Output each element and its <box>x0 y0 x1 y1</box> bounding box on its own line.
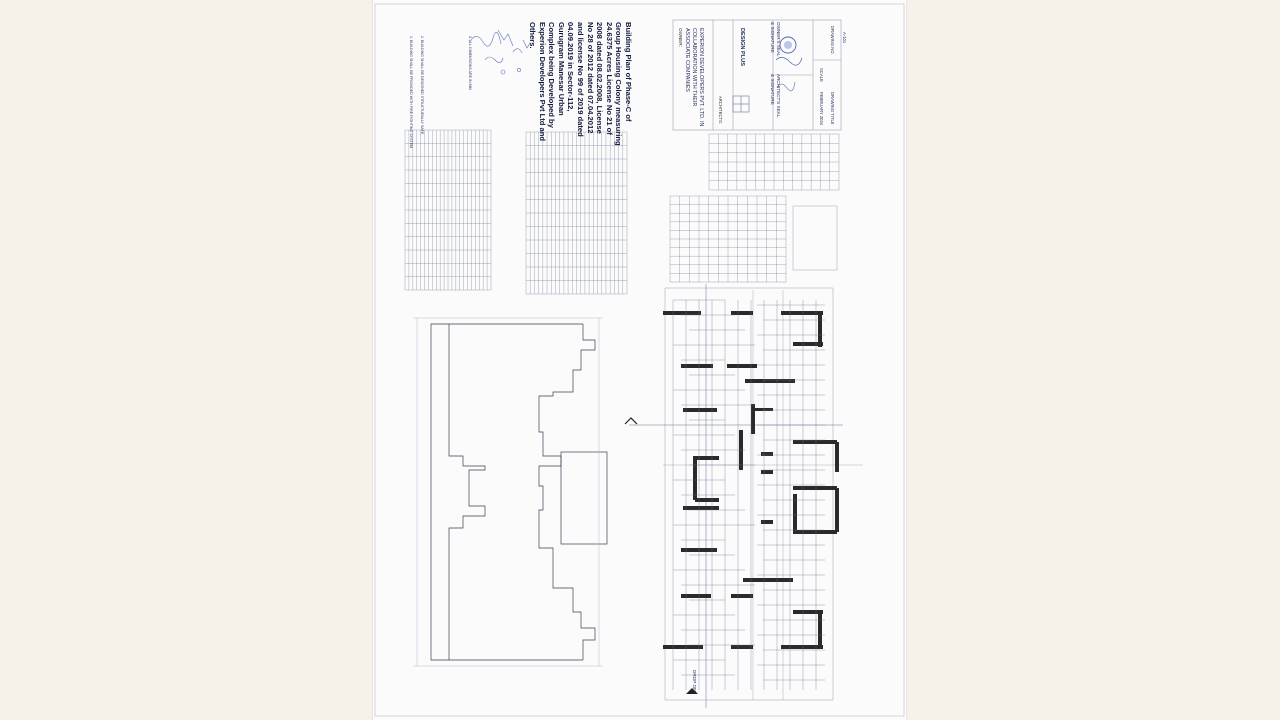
project-title-line: Gurugram Manesar Urban <box>556 22 566 116</box>
wall-segment <box>761 470 773 474</box>
note-2: 2. BUILDING SHALL BE DESIGNED STRUCTURAL… <box>420 36 424 135</box>
wall-segment <box>683 408 717 412</box>
wall-segment <box>751 404 755 434</box>
wall-segment <box>781 645 823 649</box>
wall-segment <box>835 442 839 472</box>
wall-segment <box>793 486 837 490</box>
wall-segment <box>681 594 711 598</box>
signature-scribbles <box>470 29 531 75</box>
wall-segment <box>731 311 753 315</box>
sheet-number: A-101 <box>842 32 847 44</box>
section-marker-top <box>624 417 638 425</box>
wall-segment <box>727 364 757 368</box>
wall-segment <box>793 530 837 534</box>
wall-segment <box>793 440 837 444</box>
schedule-table-2 <box>669 195 787 283</box>
drawing-title-label: DRAWING TITLE <box>830 92 835 125</box>
wall-segment <box>781 311 823 315</box>
room-lines <box>672 299 825 690</box>
wall-segment <box>761 520 773 524</box>
wall-segment <box>731 594 753 598</box>
project-title-line: Complex being Developed by <box>547 22 557 128</box>
sheet-border <box>374 3 905 717</box>
area-table-2 <box>525 131 628 295</box>
wall-segment <box>761 452 773 456</box>
owner-name-line: COLLABORATION WITH THEIR <box>691 28 697 107</box>
owner-seal-stamp <box>775 36 803 92</box>
owner-name-line: ASSOCIATE COMPANIES <box>684 28 690 92</box>
section-outline <box>430 323 608 661</box>
drawing-date: FEBRUARY 2024 <box>819 92 824 126</box>
wall-segment <box>731 645 753 649</box>
schedule-table-3 <box>792 205 838 271</box>
note-1: 1. BUILDING SHALL BE PROVIDED WITH FIRE … <box>409 36 413 149</box>
wall-segment <box>793 342 823 346</box>
project-title-line: Building Plan of Phase-C of <box>624 22 633 122</box>
area-table-1 <box>404 129 492 291</box>
wall-segment <box>818 614 822 648</box>
drawing-number-label: DRAWING NO. <box>830 26 835 55</box>
project-title-line: No 28 of 2012 dated 07.04.2012 <box>585 22 595 134</box>
wall-segment <box>663 311 701 315</box>
drop-off-label: DROP OFF <box>692 670 697 694</box>
architect-logo <box>732 95 750 113</box>
schedule-table-1 <box>708 133 840 191</box>
wall-segment <box>745 379 795 383</box>
wall-segment <box>683 506 719 510</box>
section-marker-bottom <box>686 688 698 694</box>
project-title-line: 04.09.2019 in Sector-112, <box>566 22 576 112</box>
owner-name-line: EXPERION DEVELOPERS PVT. LTD. IN <box>698 28 704 127</box>
project-title-line: Others. <box>528 22 538 49</box>
wall-segment <box>793 610 823 614</box>
architect-seal-label: ARCHITECT'S SEAL& SIGNATURE <box>770 74 781 118</box>
walls <box>663 311 839 649</box>
scale-label: SCALE <box>819 68 824 82</box>
wall-segment <box>697 456 719 460</box>
dimension-lines <box>413 317 603 667</box>
project-title-line: and license No 99 of 2019 dated <box>576 22 586 137</box>
wall-segment <box>793 494 797 532</box>
project-title-line: Experion Developers Pvt Ltd and <box>537 22 547 141</box>
wall-segment <box>681 364 713 368</box>
wall-segment <box>693 456 697 500</box>
project-title-line: Group Housing Colony measuring <box>614 22 624 146</box>
architectural-plan-drawing <box>374 3 905 717</box>
drawing-sheet <box>373 0 906 720</box>
project-title-line: 24.6375 Acres License No 21 of <box>604 22 614 135</box>
note-3: 3. ALL DIMENSIONS ARE IN MM <box>468 36 472 90</box>
project-title-line: 2008 dated 08.02.2008, License <box>595 22 605 134</box>
wall-segment <box>663 645 703 649</box>
wall-segment <box>743 578 793 582</box>
owner-seal-label: OWNER'S SEAL& SIGNATURE <box>770 22 781 57</box>
architect-label: ARCHITECTS: <box>718 96 723 124</box>
wall-segment <box>835 488 839 532</box>
architect-firm: DESIGN PLUS <box>739 28 745 66</box>
wall-segment <box>818 313 822 347</box>
wall-segment <box>753 408 773 411</box>
floor-plan <box>629 284 863 708</box>
wall-segment <box>695 498 719 502</box>
